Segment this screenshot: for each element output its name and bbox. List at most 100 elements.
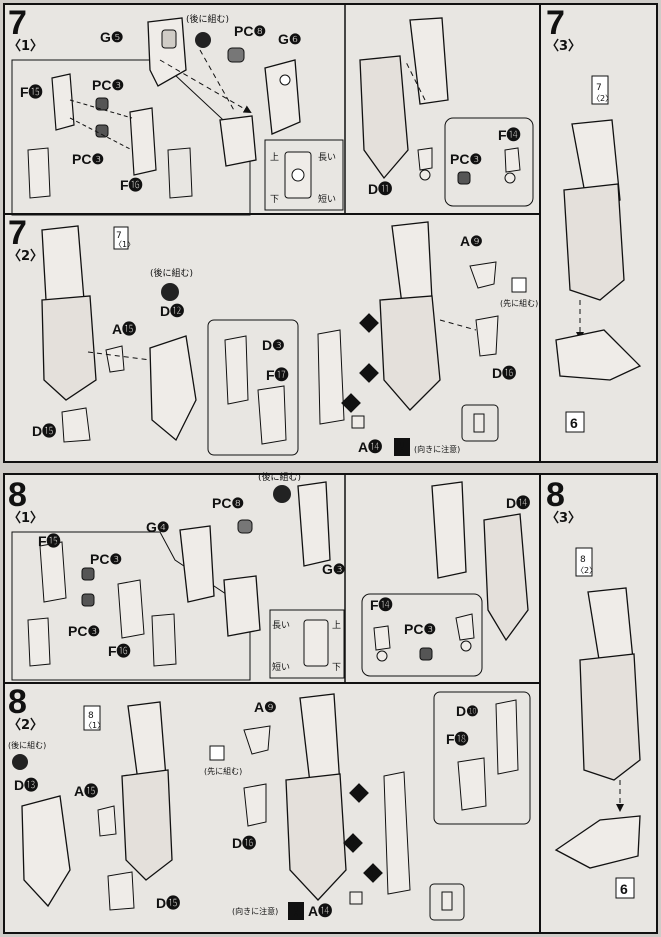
svg-text:〈1〉: 〈1〉	[114, 240, 135, 249]
label-pcc-b: PC❸	[72, 151, 104, 167]
svg-text:3: 3	[355, 789, 361, 800]
part-f16-b	[117, 579, 145, 639]
part-f17	[257, 385, 287, 445]
step-arrow-3: 3	[359, 313, 379, 333]
label-d14: D⓮	[506, 495, 530, 511]
svg-text:〈1〉: 〈1〉	[84, 721, 105, 730]
label-g6: G❻	[278, 31, 301, 47]
label-f15: F⓯	[20, 84, 43, 100]
label-d13: D⓭	[14, 777, 38, 793]
svg-text:2: 2	[365, 369, 371, 380]
svg-text:(先に組む): (先に組む)	[204, 766, 242, 776]
svg-text:(後に組む): (後に組む)	[8, 740, 46, 750]
part-d13	[21, 795, 71, 908]
part-a9	[469, 261, 497, 289]
svg-text:!: !	[293, 905, 299, 920]
svg-text:7: 7	[8, 4, 27, 42]
label-f18: F⓲	[446, 731, 469, 747]
svg-text:D⓰: D⓰	[232, 835, 256, 851]
part-foot-8	[554, 815, 641, 869]
svg-text:PC❸: PC❸	[404, 621, 436, 637]
svg-text:7: 7	[596, 83, 602, 93]
svg-text:〈1〉: 〈1〉	[8, 38, 43, 54]
label-g4: G❹	[146, 519, 169, 535]
part-round-black	[195, 32, 211, 48]
svg-text:〈2〉: 〈2〉	[576, 566, 597, 575]
svg-text:〈1〉: 〈1〉	[8, 510, 43, 526]
step-8-1-panel: G❸ (後に組む) PC❽ G❹ F⓯ PC❸ PC❸ F⓰ 長い 短い 上 下	[11, 471, 345, 681]
svg-text:(後に組む): (後に組む)	[258, 471, 301, 483]
step-7-3-header: 7 〈3〉	[546, 4, 581, 54]
step-8-2-panel: 8 〈1〉 (後に組む) D⓭ A⓯ D⓯ A❾ (先に組む) D⓰ 3 2 1…	[8, 691, 531, 921]
label-pc8: PC❽	[234, 23, 266, 39]
svg-text:(後に組む): (後に組む)	[186, 13, 229, 25]
part-d3	[224, 335, 249, 405]
part-g4	[179, 525, 215, 603]
label-a14: A⓮	[358, 439, 382, 455]
svg-text:〈3〉: 〈3〉	[546, 38, 581, 54]
svg-text:下: 下	[270, 195, 279, 205]
part-d10	[495, 699, 519, 775]
svg-text:7: 7	[546, 4, 565, 42]
svg-text:上: 上	[332, 620, 341, 631]
label-g3: G❸	[322, 561, 345, 577]
svg-text:1: 1	[369, 869, 375, 880]
step-8-1-header: 8 〈1〉	[8, 476, 43, 526]
svg-text:D⓯: D⓯	[156, 895, 180, 911]
svg-text:2: 2	[349, 839, 355, 850]
svg-text:8: 8	[546, 476, 565, 514]
svg-text:F⓯: F⓯	[38, 533, 61, 549]
svg-text:PC❸: PC❸	[68, 623, 100, 639]
part-a15	[105, 345, 125, 373]
part-g3	[297, 481, 331, 567]
step-7-3-panel: 7 〈2〉 6	[555, 75, 642, 433]
svg-text:(向きに注意): (向きに注意)	[414, 444, 460, 454]
svg-text:〈2〉: 〈2〉	[8, 248, 43, 264]
step-7-1-header: 7 〈1〉	[8, 4, 43, 54]
svg-text:A⓯: A⓯	[74, 783, 98, 799]
step-arrow-2: 2	[359, 363, 379, 383]
step-arrow-1: 1	[341, 393, 361, 413]
svg-text:〈3〉: 〈3〉	[546, 510, 581, 526]
step-7-1-panel: G❺ (後に組む) PC❽ G❻ F⓯ PC❸ PC❸ F⓰ 上 下 長い 短い	[11, 13, 344, 216]
part-g6	[264, 59, 301, 135]
label-pcc-a: PC❸	[92, 77, 124, 93]
svg-text:8: 8	[88, 711, 94, 721]
svg-text:7: 7	[116, 231, 122, 241]
svg-text:1: 1	[347, 399, 353, 410]
label-d12: D⓬	[160, 303, 184, 319]
svg-text:A❾: A❾	[254, 699, 277, 715]
part-f18	[457, 757, 487, 811]
label-pc8-b: PC❽	[212, 495, 244, 511]
label-d3: D❸	[262, 337, 285, 353]
part-foot-7	[555, 329, 642, 381]
svg-text:上: 上	[270, 152, 279, 163]
label-f16: F⓰	[120, 177, 143, 193]
svg-text:A⓮: A⓮	[308, 903, 332, 919]
part-f15-b	[39, 541, 67, 603]
ref-6-lower: 6	[620, 881, 628, 897]
label-d11: D⓫	[368, 181, 392, 197]
label-f17: F⓱	[266, 367, 289, 383]
step-8-3-panel: 8 〈2〉 6	[554, 547, 641, 899]
svg-text:8: 8	[8, 683, 27, 721]
svg-text:PC❸: PC❸	[90, 551, 122, 567]
svg-text:(先に組む): (先に組む)	[500, 298, 538, 308]
label-a15: A⓯	[112, 321, 136, 337]
svg-text:(向きに注意): (向きに注意)	[232, 906, 278, 916]
step-8-3-header: 8 〈3〉	[546, 476, 581, 526]
label-f14: F⓮	[498, 127, 521, 143]
step-8-2-header: 8 〈2〉	[8, 683, 43, 733]
svg-text:8: 8	[8, 476, 27, 514]
svg-text:長い: 長い	[272, 620, 290, 631]
part-d16	[475, 315, 499, 357]
svg-text:!: !	[399, 441, 405, 456]
label-pcc-c: PC❸	[450, 151, 482, 167]
step-7-2-panel: 7 〈1〉 A⓯ (後に組む) D⓬ D⓯ D❸ F⓱ 3 2 1 A❾ D⓰ …	[32, 221, 538, 456]
part-upper-leg	[409, 17, 449, 105]
svg-text:3: 3	[365, 319, 371, 330]
part-f15	[51, 73, 75, 131]
svg-text:〈2〉: 〈2〉	[8, 717, 43, 733]
